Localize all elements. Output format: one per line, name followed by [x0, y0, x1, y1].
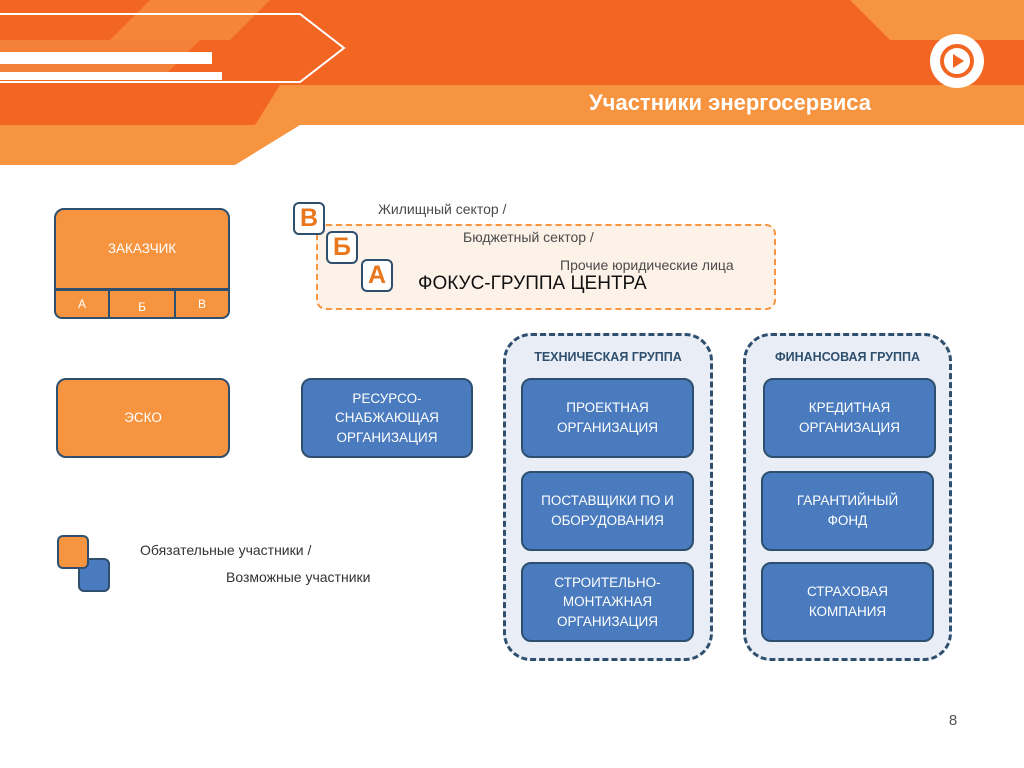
esco-box: ЭСКО — [56, 378, 230, 458]
customer-sub-a: А — [54, 289, 110, 319]
guarantee-fund-box: ГАРАНТИЙНЫЙ ФОНД — [761, 471, 934, 551]
customer-sub-b: Б — [108, 289, 176, 319]
letter-v-badge: В — [293, 202, 325, 235]
software-equipment-suppliers-box: ПОСТАВЩИКИ ПО И ОБОРУДОВАНИЯ — [521, 471, 694, 551]
page-title: Участники энергосервиса — [589, 90, 871, 115]
legend-mandatory: Обязательные участники / — [140, 542, 312, 558]
insurance-company-box: СТРАХОВАЯ КОМПАНИЯ — [761, 562, 934, 642]
customer-label: ЗАКАЗЧИК — [107, 241, 177, 257]
sector-housing: Жилищный сектор / — [378, 201, 507, 217]
page-number: 8 — [948, 712, 958, 729]
legend-possible: Возможные участники — [226, 569, 371, 585]
resource-supply-label: РЕСУРСО- СНАБЖАЮЩАЯ ОРГАНИЗАЦИЯ — [335, 390, 439, 445]
focus-group-title: ФОКУС-ГРУППА ЦЕНТРА — [418, 273, 647, 294]
header-banner — [0, 0, 1024, 165]
sector-other-legal: Прочие юридические лица — [560, 257, 734, 273]
letter-a-badge: А — [361, 259, 393, 292]
customer-sub-v: В — [174, 289, 230, 319]
legend-orange-square — [57, 535, 89, 569]
construction-organization-box: СТРОИТЕЛЬНО- МОНТАЖНАЯ ОРГАНИЗАЦИЯ — [521, 562, 694, 642]
technical-group-title: ТЕХНИЧЕСКАЯ ГРУППА — [534, 350, 682, 364]
sector-budget: Бюджетный сектор / — [463, 229, 594, 245]
esco-label: ЭСКО — [124, 410, 162, 426]
play-circle-icon — [940, 44, 974, 78]
resource-supply-box: РЕСУРСО- СНАБЖАЮЩАЯ ОРГАНИЗАЦИЯ — [301, 378, 473, 458]
design-organization-box: ПРОЕКТНАЯ ОРГАНИЗАЦИЯ — [521, 378, 694, 458]
customer-box: ЗАКАЗЧИК — [54, 208, 230, 290]
credit-organization-box: КРЕДИТНАЯ ОРГАНИЗАЦИЯ — [763, 378, 936, 458]
financial-group-title: ФИНАНСОВАЯ ГРУППА — [774, 350, 921, 364]
letter-b-badge: Б — [326, 231, 358, 264]
logo-button[interactable] — [930, 34, 984, 88]
